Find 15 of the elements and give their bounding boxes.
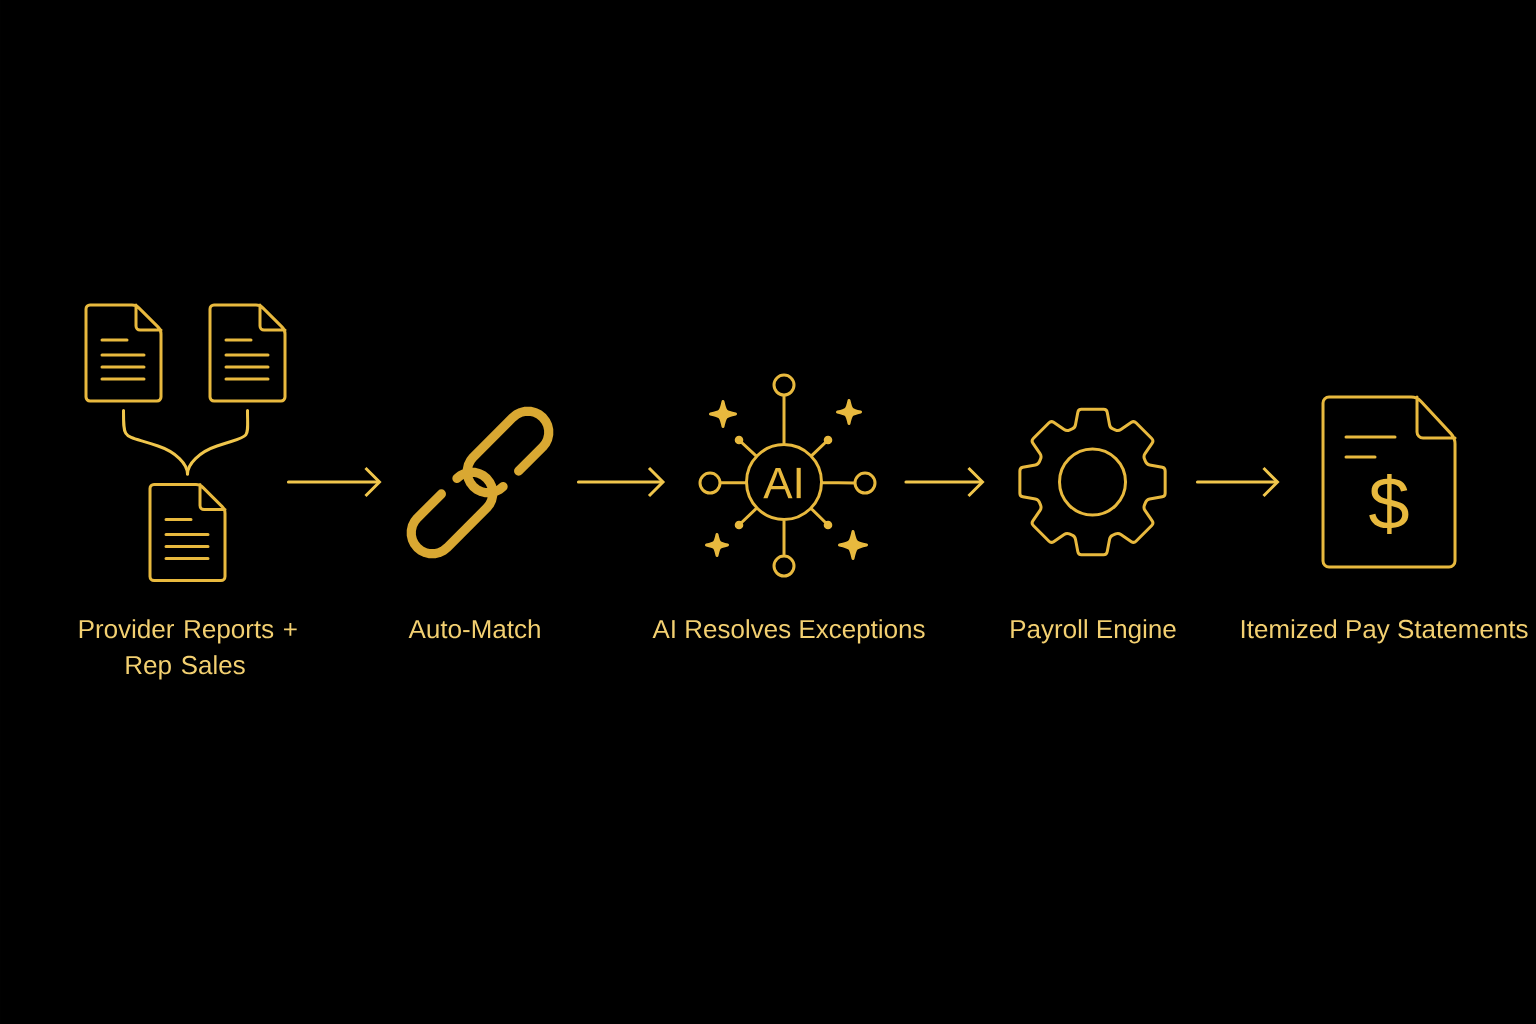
- icon-label: $: [1369, 474, 1409, 534]
- document-icon: [208, 303, 287, 403]
- document-icon: [148, 483, 227, 582]
- step-label: Payroll Engine: [1011, 619, 1176, 644]
- arrow: [904, 466, 985, 498]
- arrow: [1195, 466, 1280, 498]
- connector-line: [186, 408, 250, 476]
- step-label: Provider Reports + Rep Sales: [79, 619, 297, 680]
- document-icon: [84, 303, 163, 403]
- arrow: [286, 466, 382, 498]
- step-label: AI Resolves Exceptions: [652, 619, 925, 644]
- icon-label: AI: [763, 467, 801, 499]
- step-label: Auto-Match: [408, 619, 540, 639]
- step-label: Itemized Pay Statements: [1241, 619, 1528, 644]
- arrow: [576, 466, 666, 498]
